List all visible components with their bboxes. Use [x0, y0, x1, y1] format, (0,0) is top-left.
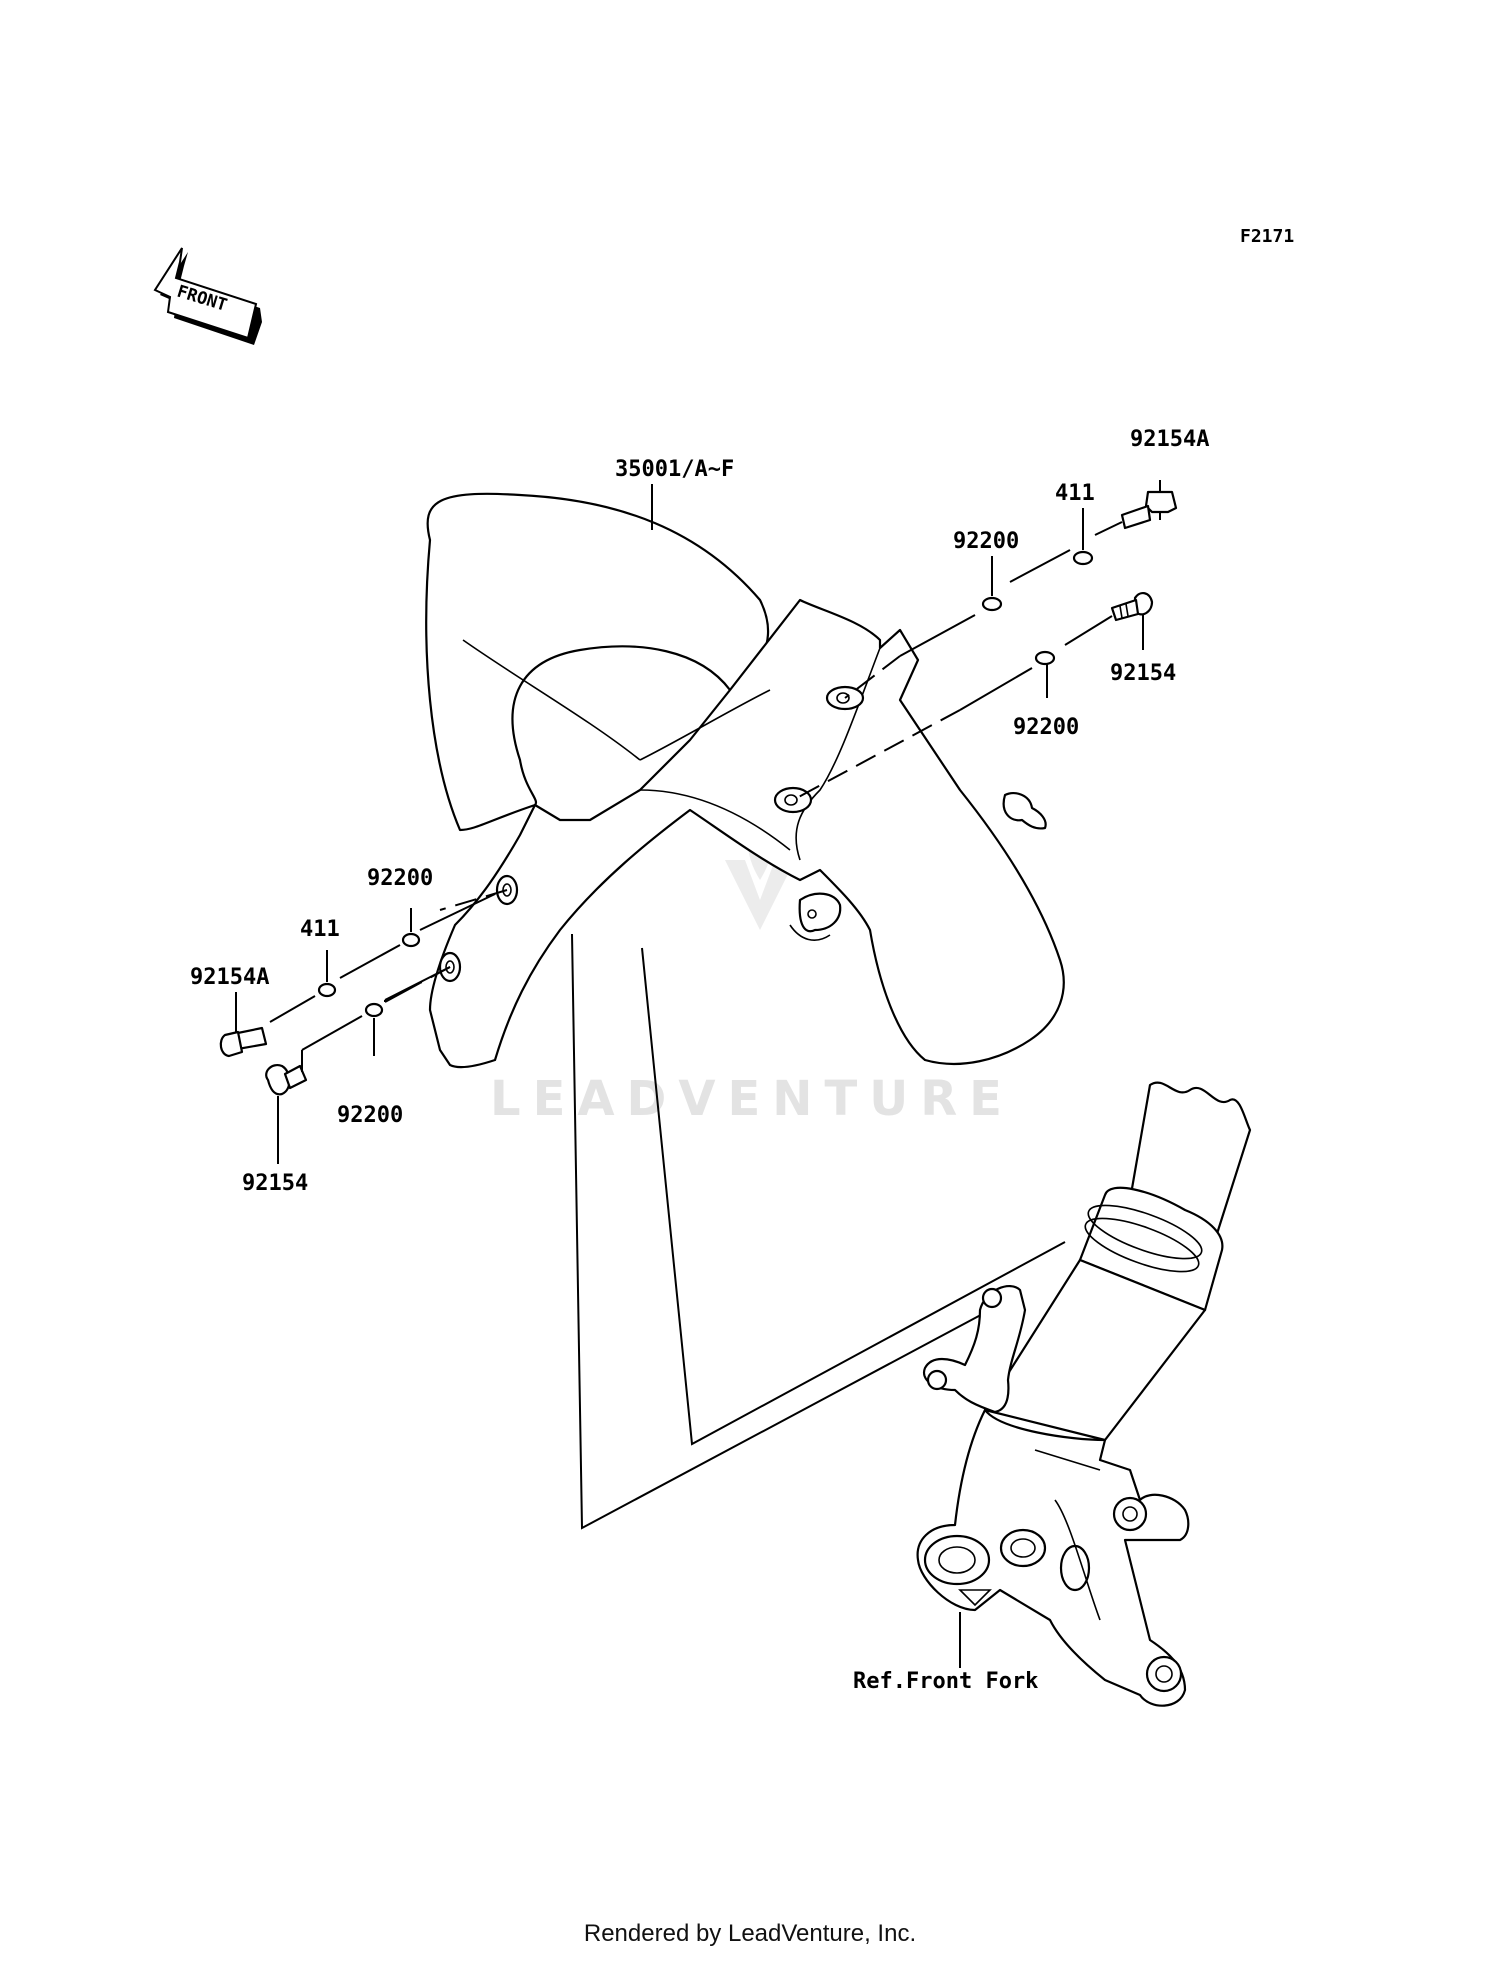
callout-washer-92200-left-lower: 92200 [337, 1103, 403, 1128]
footer-credit: Rendered by LeadVenture, Inc. [583, 1920, 917, 1947]
callout-fender: 35001/A~F [615, 457, 734, 482]
callout-washer-411-right: 411 [1055, 481, 1095, 506]
reference-lines [571, 933, 1066, 1530]
right-hardware [792, 480, 1178, 801]
callout-bolt-a-right: 92154A [1130, 427, 1209, 452]
callout-front-fork-ref: Ref.Front Fork [853, 1669, 1038, 1694]
callout-washer-92200-right-upper: 92200 [953, 529, 1019, 554]
callout-bolt-a-left: 92154A [190, 965, 269, 990]
front-fork [916, 1081, 1252, 1707]
callout-washer-92200-right-lower: 92200 [1013, 715, 1079, 740]
callout-washer-92200-left-upper: 92200 [367, 866, 433, 891]
callout-bolt-right: 92154 [1110, 661, 1176, 686]
front-direction-arrow: FRONT [153, 247, 262, 345]
callout-bolt-left: 92154 [242, 1171, 308, 1196]
front-fender [425, 492, 1065, 1069]
callout-washer-411-left: 411 [300, 917, 340, 942]
watermark-text: LEADVENTURE [490, 1071, 1014, 1127]
diagram-code: F2171 [1240, 226, 1294, 247]
left-hardware [219, 889, 508, 1164]
callouts: 35001/A~F 92154A 411 92200 92154 92200 9… [190, 427, 1209, 1694]
